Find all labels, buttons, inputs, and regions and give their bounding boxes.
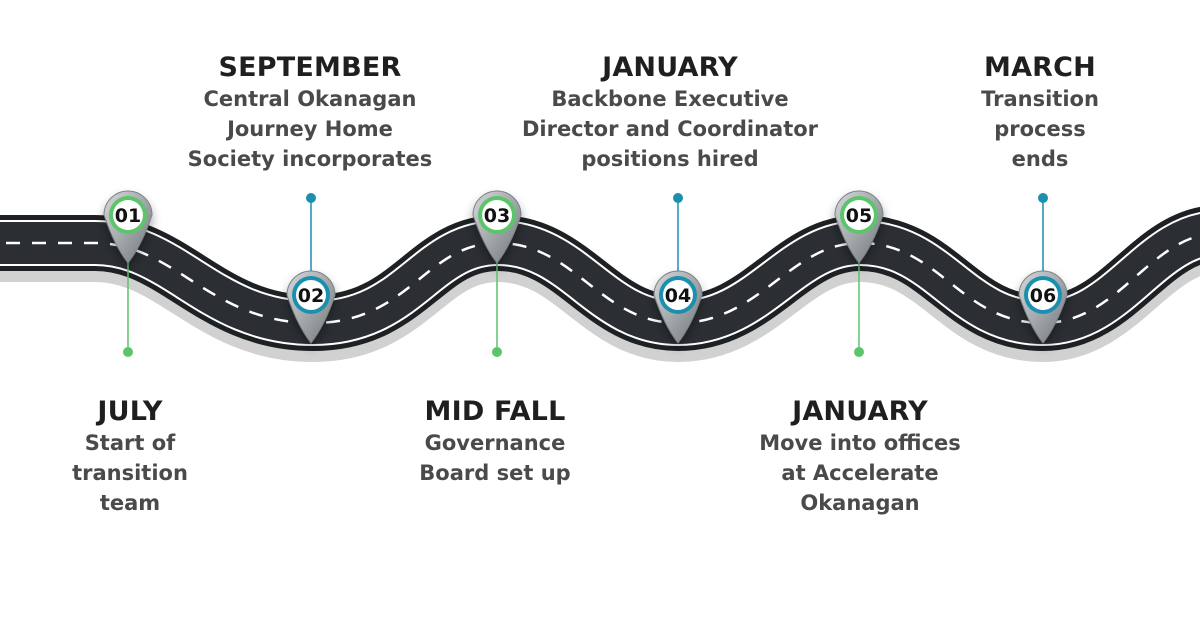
milestone-title-03: MID FALL (424, 396, 566, 427)
milestone-description-03: Governance Board set up (419, 431, 571, 485)
pin-02 (286, 270, 336, 344)
milestone-label-01: JULY Start of transition team (40, 396, 220, 518)
milestone-title-05: JANUARY (792, 396, 928, 427)
milestone-label-02: SEPTEMBER Central Okanagan Journey Home … (150, 52, 470, 174)
milestone-title-02: SEPTEMBER (218, 52, 402, 83)
pin-06 (1018, 270, 1068, 344)
pin-number-05: 05 (846, 205, 872, 227)
pin-face-05 (844, 200, 874, 230)
pin-face-03 (482, 200, 512, 230)
pin-face-02 (296, 280, 326, 310)
pin-04 (653, 270, 703, 344)
pin-face-04 (663, 280, 693, 310)
pin-number-04: 04 (665, 285, 691, 307)
milestone-label-04: JANUARY Backbone Executive Director and … (500, 52, 840, 174)
milestone-title-04: JANUARY (602, 52, 738, 83)
connector-dot-01 (123, 347, 133, 357)
pin-number-01: 01 (115, 205, 141, 227)
pin-05 (834, 190, 884, 264)
pin-face-01 (113, 200, 143, 230)
milestone-description-02: Central Okanagan Journey Home Society in… (187, 87, 433, 171)
pin-03 (472, 190, 522, 264)
connector-dot-02 (306, 193, 316, 203)
connector-dot-04 (673, 193, 683, 203)
milestone-description-05: Move into offices at Accelerate Okanagan (759, 431, 961, 515)
milestone-description-06: Transition process ends (981, 87, 1099, 171)
milestone-description-01: Start of transition team (72, 431, 188, 515)
milestone-title-01: JULY (97, 396, 163, 427)
pin-face-06 (1028, 280, 1058, 310)
pin-number-03: 03 (484, 205, 510, 227)
milestone-description-04: Backbone Executive Director and Coordina… (521, 87, 819, 171)
milestone-pins: 01 02 03 04 05 06 (103, 190, 1068, 344)
pin-number-02: 02 (298, 285, 324, 307)
milestone-label-03: MID FALL Governance Board set up (385, 396, 605, 488)
pin-number-06: 06 (1030, 285, 1056, 307)
connector-dot-06 (1038, 193, 1048, 203)
connector-dot-03 (492, 347, 502, 357)
road (0, 206, 1200, 363)
connector-dot-05 (854, 347, 864, 357)
milestone-label-05: JANUARY Move into offices at Accelerate … (740, 396, 980, 518)
milestone-title-06: MARCH (984, 52, 1096, 83)
milestone-label-06: MARCH Transition process ends (950, 52, 1130, 174)
pin-01 (103, 190, 153, 264)
